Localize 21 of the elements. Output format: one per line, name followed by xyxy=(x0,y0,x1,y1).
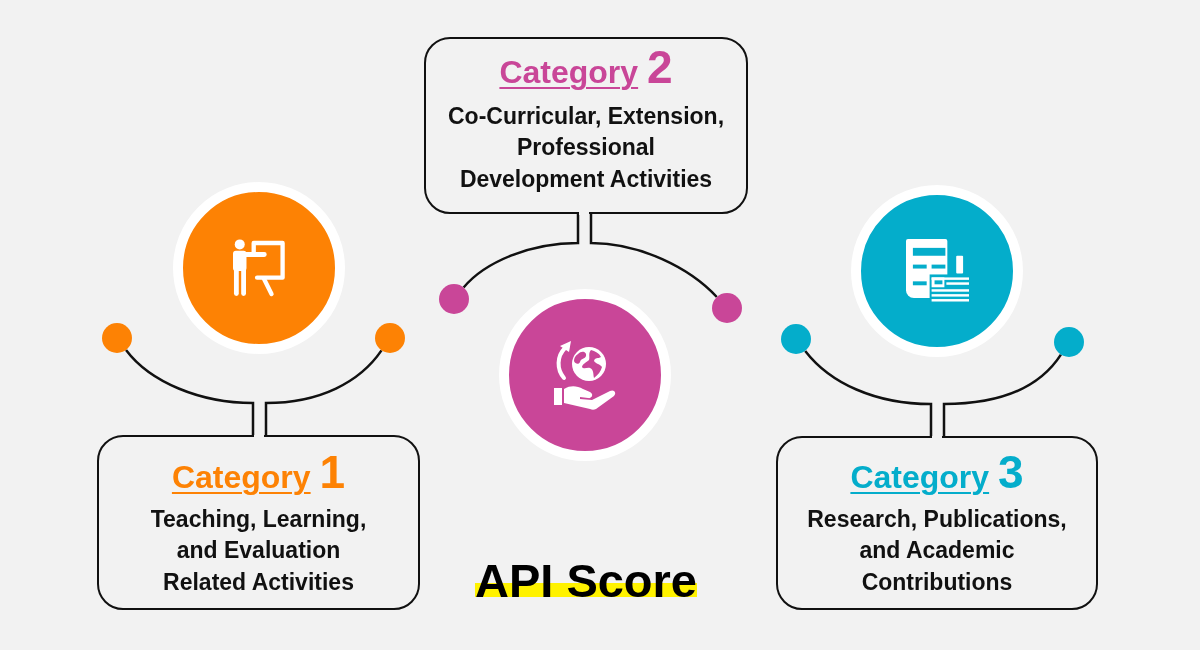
connector-dot xyxy=(375,323,405,353)
connector-line xyxy=(462,214,580,289)
category-heading: Category 2 xyxy=(499,44,673,90)
connector-dot xyxy=(1054,327,1084,357)
category-description: Teaching, Learning, and Evaluation Related Activities xyxy=(149,504,368,597)
connector-dot xyxy=(712,293,742,323)
connector-line xyxy=(942,353,1062,436)
connector-line xyxy=(125,349,255,435)
connector-line xyxy=(804,350,933,436)
connector-line xyxy=(264,349,383,435)
category-box xyxy=(776,436,1098,610)
category-description: Research, Publications, and Academic Contributions xyxy=(806,504,1068,597)
connector-line xyxy=(589,214,718,298)
connector-dot xyxy=(102,323,132,353)
category-box xyxy=(424,37,748,214)
connector-dot xyxy=(439,284,469,314)
category-box xyxy=(97,435,420,610)
connector-dot xyxy=(781,324,811,354)
category-heading: Category 3 xyxy=(850,448,1024,495)
category-heading: Category 1 xyxy=(171,448,346,495)
category-description: Co-Curricular, Extension, Professional Development Activities xyxy=(446,101,726,194)
